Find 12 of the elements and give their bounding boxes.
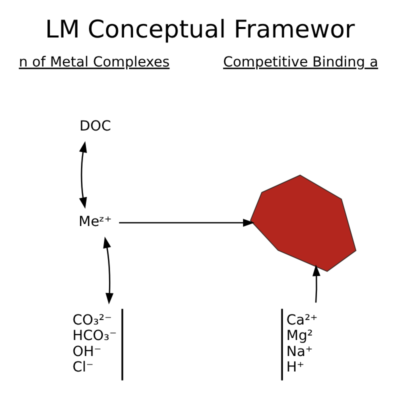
arrow (79, 140, 87, 208)
node-text: Ca²⁺ Mg² Na⁺ H⁺ (286, 312, 318, 375)
arrow (119, 218, 254, 226)
node-text: Meᶻ⁺ (78, 214, 112, 230)
node-fish (250, 174, 356, 272)
node-text: CO₃²⁻ HCO₃⁻ OH⁻ Cl⁻ (72, 312, 117, 375)
label: n of Metal Complexes (18, 54, 170, 70)
label: Competitive Binding a (223, 54, 378, 70)
diagram-title: LM Conceptual Framewor (45, 14, 355, 44)
arrow (103, 236, 114, 304)
arrow (312, 264, 320, 302)
node-text: DOC (80, 118, 111, 134)
